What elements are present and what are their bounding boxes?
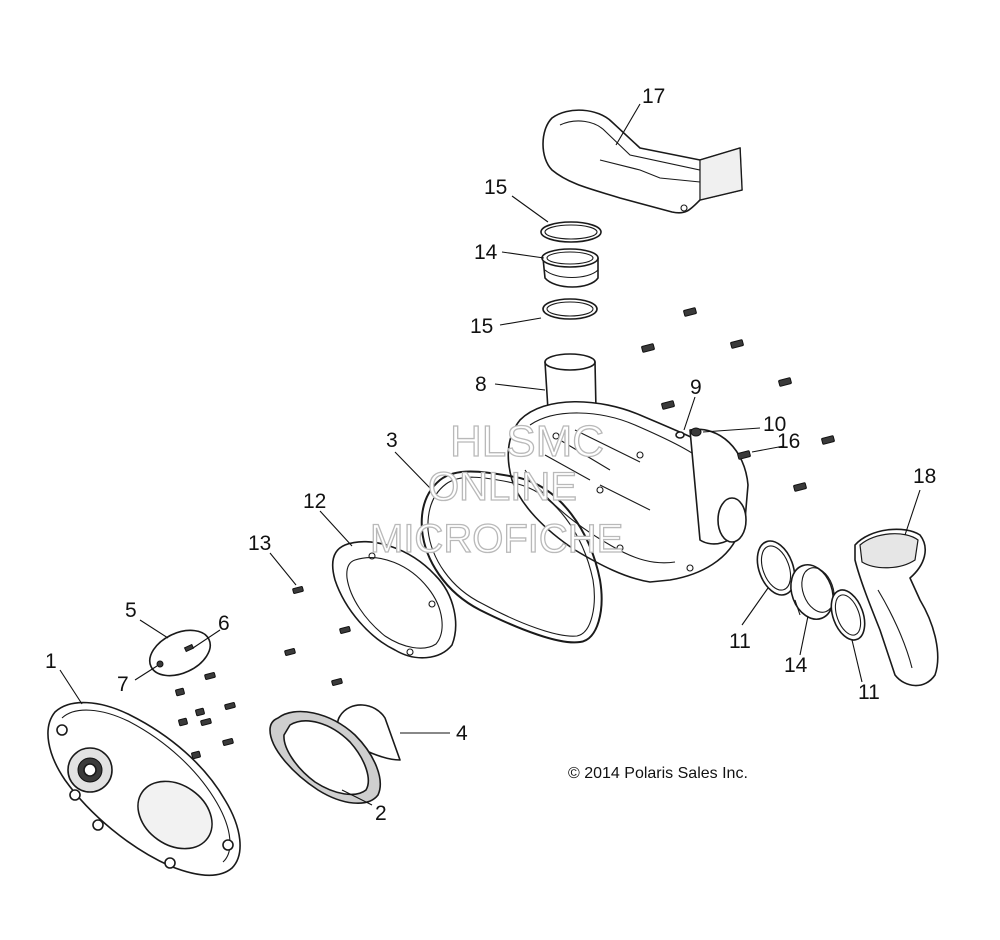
callout-17: 17 — [642, 85, 665, 108]
callout-1: 1 — [45, 650, 57, 673]
leader-lines — [59, 103, 921, 806]
callout-14-lower: 14 — [784, 654, 808, 677]
bolt — [204, 672, 216, 680]
callout-8: 8 — [475, 373, 487, 396]
bolt — [730, 339, 744, 349]
part-11-clamp-right-b — [830, 589, 866, 641]
bolt — [175, 687, 185, 697]
part-11-clamp-right-a — [756, 540, 796, 596]
part-9-washer — [675, 431, 685, 439]
callout-10: 10 — [763, 413, 786, 436]
part-14-coupler-upper — [541, 248, 599, 288]
bolt — [195, 707, 205, 717]
bolt — [191, 750, 201, 760]
part-18-lower-duct — [854, 528, 939, 687]
part-12-seal-plate — [331, 540, 457, 659]
part-2-outer-seal — [269, 710, 382, 805]
callout-7: 7 — [117, 673, 129, 696]
callout-4: 4 — [456, 722, 468, 745]
callout-2: 2 — [375, 802, 387, 825]
callout-11-b: 11 — [858, 681, 880, 704]
part-8-inner-clutch-cover — [507, 353, 749, 583]
callout-3: 3 — [386, 429, 398, 452]
callout-labels: 17 15 14 15 8 9 10 16 3 18 12 13 5 6 11 … — [45, 85, 936, 825]
copyright-notice: © 2014 Polaris Sales Inc. — [568, 765, 748, 782]
callout-15-lower: 15 — [470, 315, 493, 338]
part-15-clamp-upper — [540, 221, 602, 243]
part-1-outer-clutch-cover — [47, 701, 241, 877]
bolt — [292, 586, 304, 594]
bolt — [339, 626, 351, 634]
callout-9: 9 — [690, 376, 702, 399]
part-10-nut — [690, 427, 702, 437]
callout-15-upper: 15 — [484, 176, 507, 199]
watermark-line-3: MICROFICHE — [370, 517, 623, 561]
watermark-line-2: ONLINE — [428, 465, 577, 509]
callout-13: 13 — [248, 532, 271, 555]
bolt — [178, 717, 188, 727]
bolt — [683, 307, 697, 317]
callout-16: 16 — [777, 430, 800, 453]
watermark-line-1: HLSMC — [450, 417, 604, 466]
part-17-intake-duct — [542, 109, 743, 214]
bolt — [793, 482, 807, 492]
bolt — [200, 718, 212, 726]
bolt — [641, 343, 655, 353]
callout-6: 6 — [218, 612, 230, 635]
part-14-coupler-lower — [790, 564, 835, 620]
bolt — [737, 450, 751, 460]
bolt — [222, 738, 234, 746]
callout-11-a: 11 — [729, 630, 751, 653]
bolt — [224, 702, 236, 710]
callout-5: 5 — [125, 599, 137, 622]
callout-12: 12 — [303, 490, 326, 513]
part-15-clamp-lower — [542, 298, 598, 320]
part-5-inspection-cover — [148, 629, 212, 677]
bolt — [331, 678, 343, 686]
callout-14-upper: 14 — [474, 241, 498, 264]
bolts-group — [175, 307, 835, 760]
watermark: HLSMC ONLINE MICROFICHE — [369, 416, 624, 561]
bolt — [284, 648, 296, 656]
bolt — [821, 435, 835, 445]
bolt — [661, 400, 675, 410]
callout-18: 18 — [913, 465, 936, 488]
part-3-drive-belt — [420, 470, 603, 644]
bolt — [778, 377, 792, 387]
